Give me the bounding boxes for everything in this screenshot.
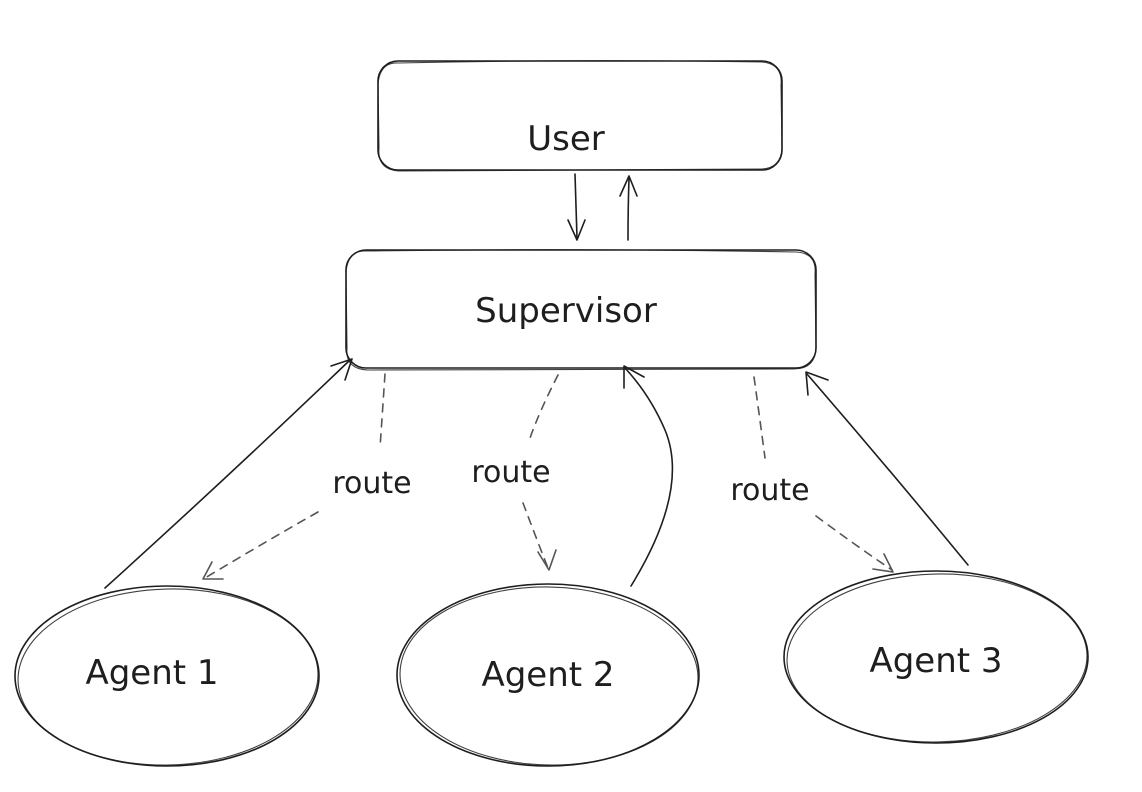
edge-supervisor-to-user <box>619 175 638 241</box>
agent-2-label: Agent 2 <box>481 655 614 695</box>
supervisor-label: Supervisor <box>475 291 657 331</box>
user-label: User <box>527 119 605 159</box>
agent-2-node: Agent 2 <box>396 583 700 767</box>
edge-agent-3-to-supervisor <box>805 371 969 566</box>
agent-1-label: Agent 1 <box>85 653 218 693</box>
route-label-agent-2: route <box>471 455 550 490</box>
route-edge-agent-1: route <box>202 373 412 580</box>
agent-3-node: Agent 3 <box>783 570 1089 744</box>
edge-user-to-supervisor <box>567 173 586 241</box>
user-node: User <box>377 60 783 172</box>
route-label-agent-3: route <box>730 473 809 508</box>
agent-3-label: Agent 3 <box>869 641 1002 681</box>
edge-agent-1-to-supervisor <box>104 358 353 589</box>
agent-1-node: Agent 1 <box>14 585 320 767</box>
route-edge-agent-3: route <box>730 376 894 573</box>
supervisor-node: Supervisor <box>345 249 817 371</box>
edge-agent-2-to-supervisor <box>623 365 674 587</box>
route-edge-agent-2: route <box>471 374 559 571</box>
route-label-agent-1: route <box>332 466 411 501</box>
